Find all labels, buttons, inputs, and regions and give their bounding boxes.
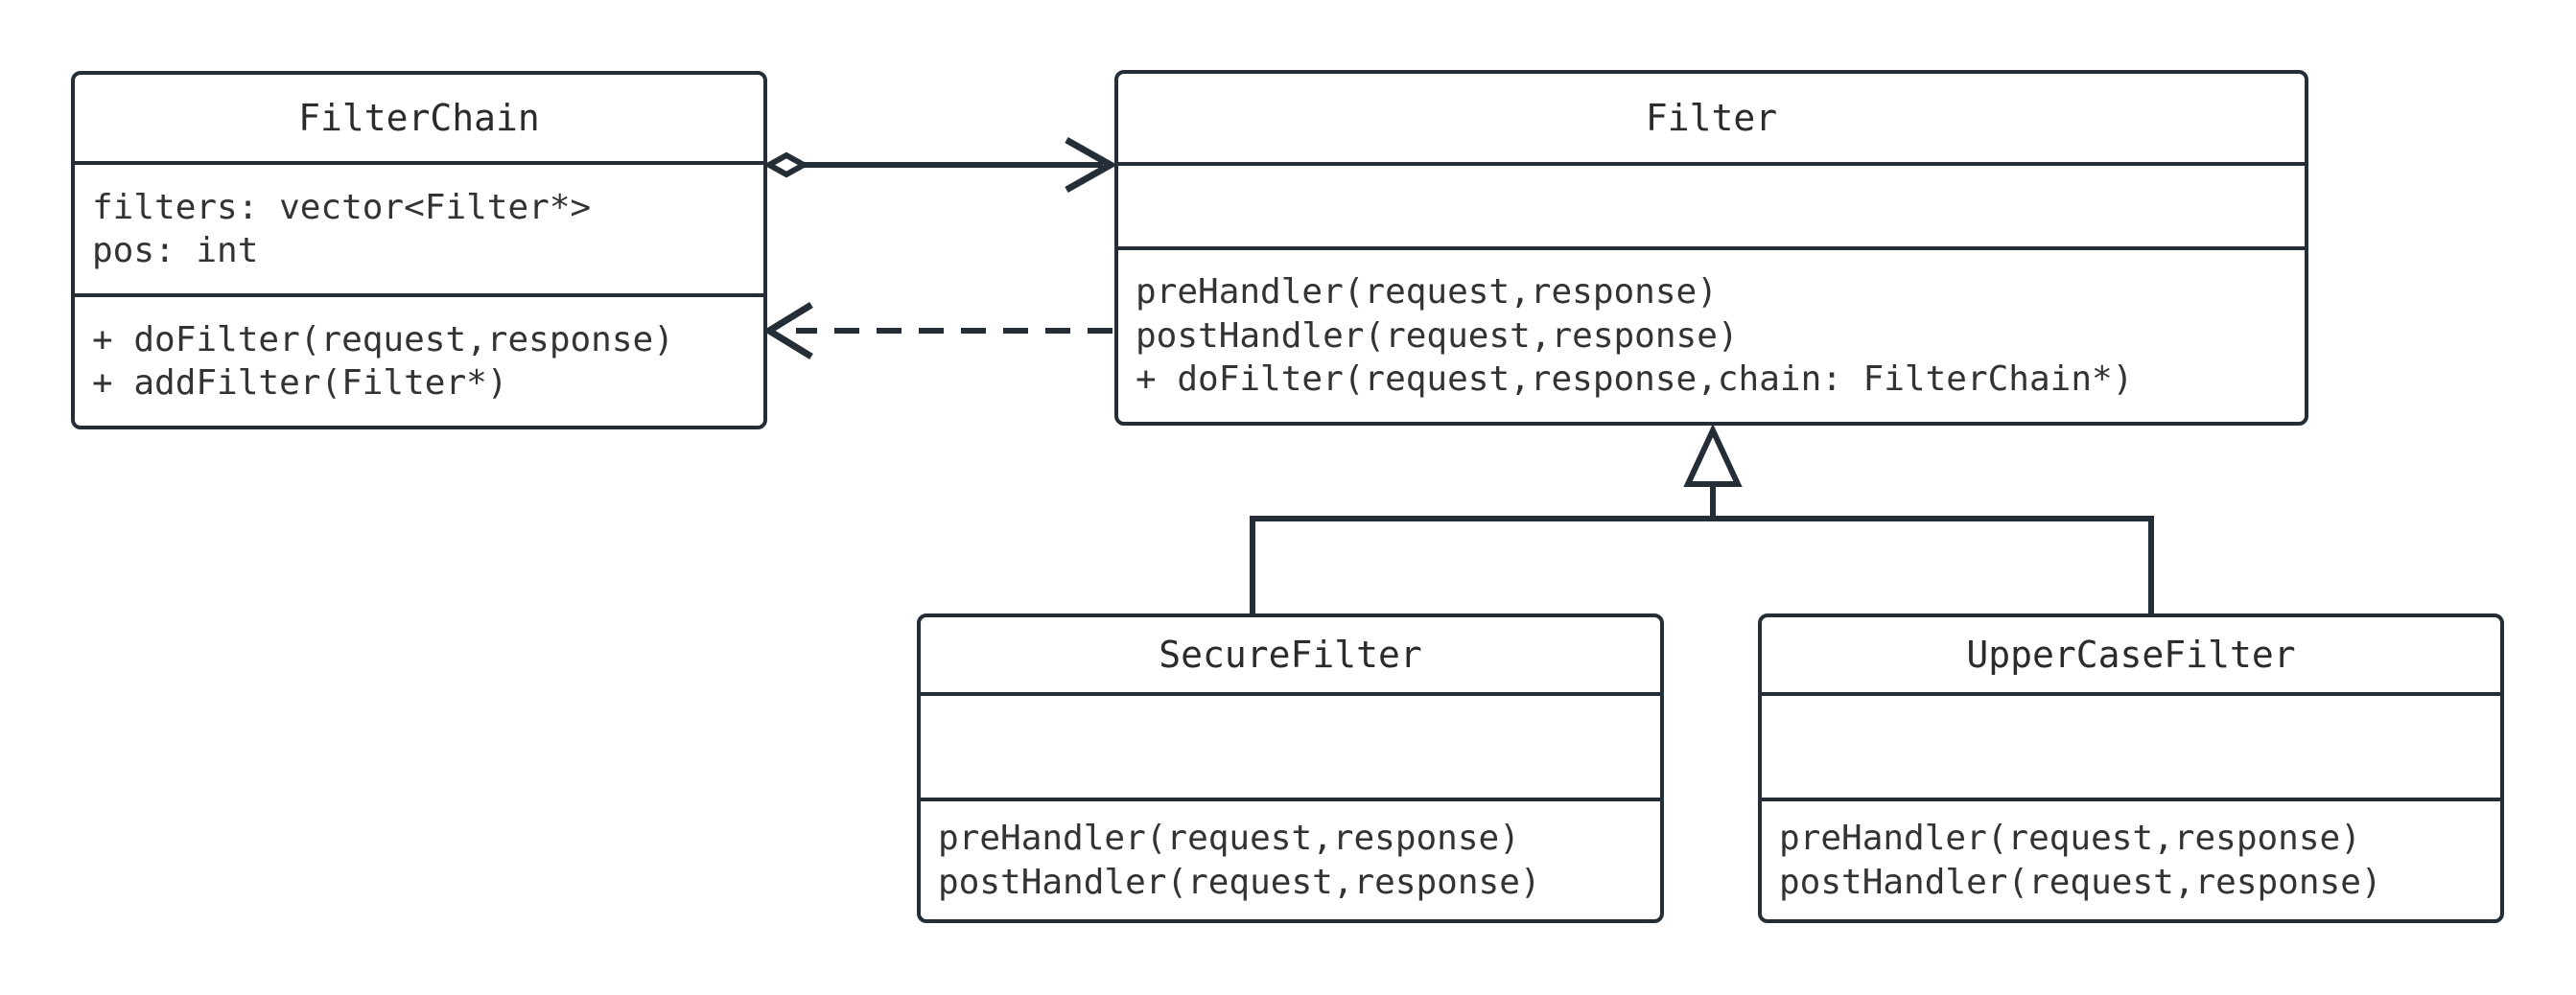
attribute-row: pos: int [92, 231, 259, 270]
hollow-diamond-icon [762, 151, 810, 178]
operation-row: preHandler(request,response) [938, 819, 1520, 859]
aggregation-edge [762, 136, 1118, 194]
attributes-compartment: filters: vector<Filter*> pos: int [75, 161, 763, 293]
operations-compartment: + doFilter(request,response) + addFilter… [75, 293, 763, 426]
open-arrow-icon [762, 302, 813, 359]
class-name-compartment: SecureFilter [921, 617, 1660, 692]
operation-row: preHandler(request,response) [1779, 819, 2361, 859]
operation-row: postHandler(request,response) [1779, 862, 2382, 902]
hollow-triangle-icon [1683, 423, 1743, 487]
class-box-filter[interactable]: Filter preHandler(request,response) post… [1114, 70, 2308, 426]
class-name-compartment: FilterChain [75, 75, 763, 161]
attributes-compartment [1762, 692, 2500, 798]
operation-row: preHandler(request,response) [1136, 272, 1718, 312]
class-box-uppercasefilter[interactable]: UpperCaseFilter preHandler(request,respo… [1758, 613, 2504, 923]
operations-compartment: preHandler(request,response) postHandler… [1118, 246, 2305, 422]
generalization-edge [1250, 423, 2154, 613]
operations-compartment: preHandler(request,response) postHandler… [921, 798, 1660, 919]
class-box-filterchain[interactable]: FilterChain filters: vector<Filter*> pos… [71, 71, 767, 429]
operation-row: + addFilter(Filter*) [92, 363, 508, 403]
attributes-compartment [1118, 162, 2305, 246]
operations-compartment: preHandler(request,response) postHandler… [1762, 798, 2500, 919]
class-title-filter: Filter [1645, 97, 1778, 139]
operation-row: + doFilter(request,response) [92, 319, 674, 359]
dependency-edge [762, 302, 1112, 359]
operation-row: + doFilter(request,response,chain: Filte… [1136, 359, 2134, 400]
class-title-uppercasefilter: UpperCaseFilter [1966, 634, 2296, 676]
class-title-filterchain: FilterChain [298, 97, 540, 139]
class-name-compartment: Filter [1118, 74, 2305, 162]
attributes-compartment [921, 692, 1660, 798]
class-name-compartment: UpperCaseFilter [1762, 617, 2500, 692]
open-arrow-icon [1065, 136, 1118, 194]
class-title-securefilter: SecureFilter [1159, 634, 1422, 676]
class-box-securefilter[interactable]: SecureFilter preHandler(request,response… [917, 613, 1664, 923]
operation-row: postHandler(request,response) [1136, 315, 1739, 356]
operation-row: postHandler(request,response) [938, 862, 1541, 902]
attribute-row: filters: vector<Filter*> [92, 187, 592, 227]
